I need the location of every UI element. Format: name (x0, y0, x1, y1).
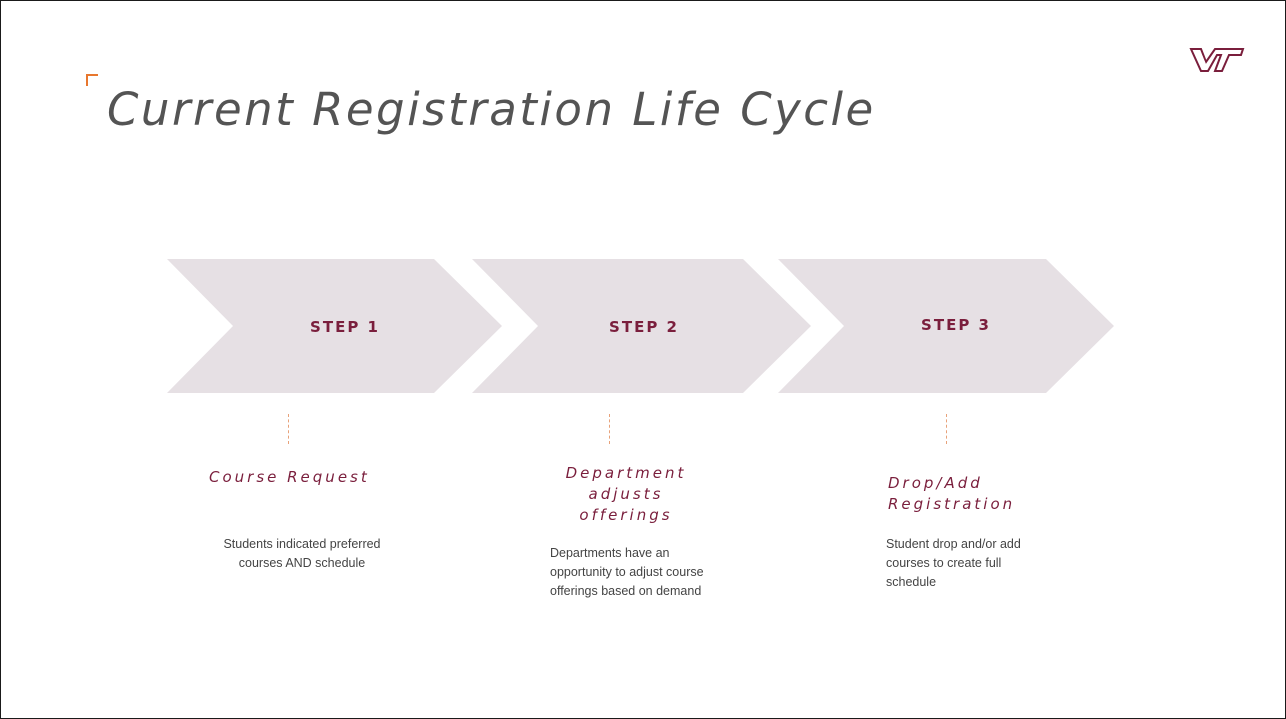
step-2-connector (609, 414, 610, 444)
corner-accent-mark (86, 74, 98, 86)
slide-title: Current Registration Life Cycle (107, 83, 876, 136)
step-2-chevron: STEP 2 (472, 259, 811, 393)
step-1-chevron: STEP 1 (167, 259, 502, 393)
step-2-label: STEP 2 (609, 318, 679, 336)
step-1-connector (288, 414, 289, 444)
step-1-description: Students indicated preferred courses AND… (223, 537, 381, 570)
step-1-label: STEP 1 (310, 318, 380, 336)
vt-logo-icon (1189, 48, 1245, 72)
step-2-title: Department adjusts offerings (565, 464, 687, 524)
step-3-description: Student drop and/or add courses to creat… (886, 537, 1021, 589)
step-3-title: Drop/Add Registration (888, 474, 1016, 513)
step-1-title: Course Request (209, 468, 370, 486)
step-3-chevron: STEP 3 (778, 259, 1114, 393)
step-3-connector (946, 414, 947, 444)
step-3-label: STEP 3 (921, 316, 991, 334)
step-2-description: Departments have an opportunity to adjus… (550, 546, 704, 598)
